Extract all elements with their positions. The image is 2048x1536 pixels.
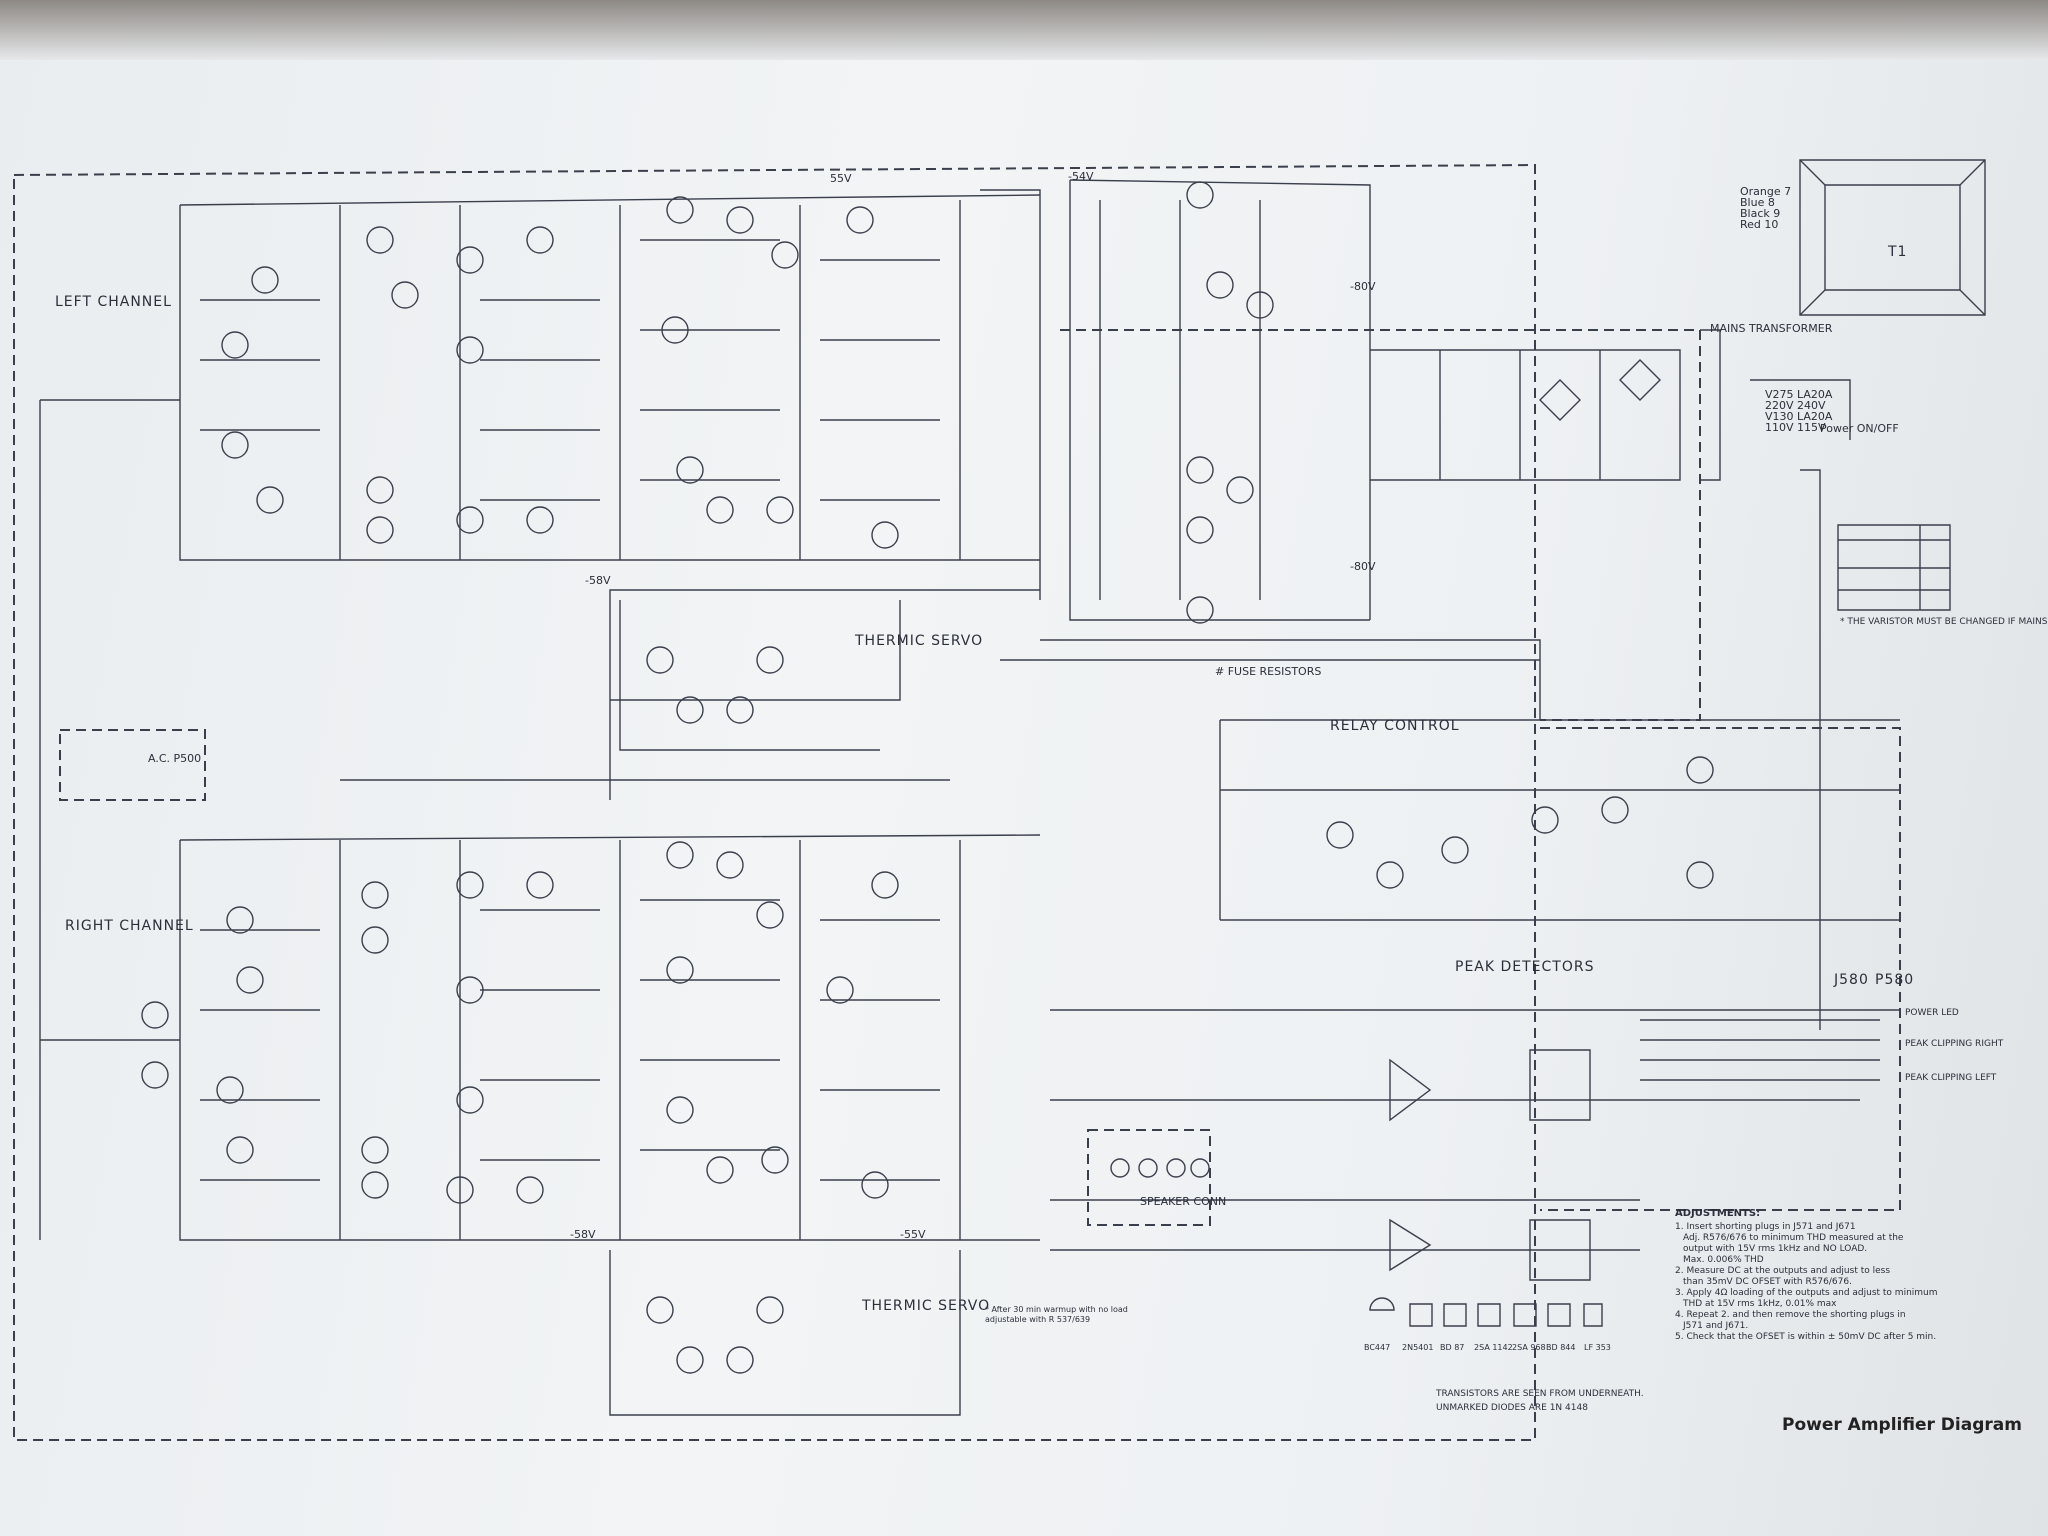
right-channel-label: RIGHT CHANNEL (65, 918, 194, 934)
varistor-note: * THE VARISTOR MUST BE CHANGED IF MAINS … (1840, 617, 2048, 627)
fuse-resistors-label: # FUSE RESISTORS (1215, 665, 1321, 678)
paper-fold-shadow (0, 0, 2048, 60)
power-supply-boundary (1060, 329, 1701, 721)
speaker-conn-label: SPEAKER CONN (1140, 1195, 1226, 1208)
rail-minus-80v-a: -80V (1350, 280, 1376, 293)
output-transistors (1186, 181, 1274, 624)
relay-control-label: RELAY CONTROL (1330, 718, 1460, 734)
transistor-type: 2SA 1142 (1474, 1343, 1513, 1352)
adjustment-step: 5. Check that the OFSET is within ± 50mV… (1675, 1332, 1936, 1342)
relay-transistors (1326, 756, 1714, 889)
adjustments-heading: ADJUSTMENTS: (1675, 1208, 1760, 1219)
mains-switch-line-2: 220V 240V (1765, 399, 1826, 412)
adjustment-step: 1. Insert shorting plugs in J571 and J67… (1675, 1222, 1856, 1232)
transistor-type: BD 844 (1546, 1343, 1575, 1352)
transformer-t1-label: T1 (1887, 244, 1907, 260)
adjustment-step: output with 15V rms 1kHz and NO LOAD. (1683, 1244, 1867, 1254)
rail-minus-54v: -54V (1068, 170, 1094, 183)
transistor-type: 2N5401 (1402, 1343, 1433, 1352)
diagram-title: Power Amplifier Diagram (1782, 1415, 2022, 1435)
wire-orange: Orange 7 (1740, 185, 1791, 198)
transistor-type: BD 87 (1440, 1343, 1464, 1352)
speaker-connector (1110, 1158, 1210, 1178)
transistor-type: LF 353 (1584, 1343, 1611, 1352)
ac-connector-label: A.C. P500 (148, 752, 201, 765)
ac-conn-boundary (59, 729, 206, 801)
mains-table (1837, 524, 1951, 611)
relay-peak-wiring (1050, 719, 1900, 1281)
peak-detectors-label: PEAK DETECTORS (1455, 959, 1594, 975)
mains-transformer-label: MAINS TRANSFORMER (1710, 322, 1833, 335)
adjustments-block: ADJUSTMENTS: 1. Insert shorting plugs in… (1675, 1208, 1938, 1342)
adjustment-step: 3. Apply 4Ω loading of the outputs and a… (1675, 1288, 1938, 1298)
adjustment-step: than 35mV DC OFSET with R576/676. (1683, 1277, 1852, 1287)
rail-minus-58v-top: -58V (585, 574, 611, 587)
mains-switch-line-1: V275 LA20A (1765, 388, 1833, 401)
transistor-note-1: TRANSISTORS ARE SEEN FROM UNDERNEATH. (1435, 1389, 1644, 1399)
mains-switch-line-3: V130 LA20A (1765, 410, 1833, 423)
left-channel-transistors (221, 196, 899, 724)
adjustment-step: 2. Measure DC at the outputs and adjust … (1675, 1266, 1890, 1276)
transistor-note-2: UNMARKED DIODES ARE 1N 4148 (1436, 1403, 1588, 1413)
transformer-symbol (1799, 159, 1986, 316)
wire-blue: Blue 8 (1740, 196, 1775, 209)
adjustment-step: J571 and J671. (1682, 1321, 1748, 1331)
wire-red: Red 10 (1740, 218, 1778, 231)
left-channel-wiring (39, 189, 1041, 1090)
thermic-servo-bottom-label: THERMIC SERVO (861, 1298, 990, 1314)
output-peak-right: PEAK CLIPPING RIGHT (1905, 1039, 2004, 1049)
power-switch-label: Power ON/OFF (1820, 422, 1899, 435)
output-peak-left: PEAK CLIPPING LEFT (1905, 1073, 1997, 1083)
adjustment-step: Adj. R576/676 to minimum THD measured at… (1683, 1233, 1904, 1243)
right-channel-transistors (141, 841, 899, 1374)
left-channel-label: LEFT CHANNEL (55, 294, 172, 310)
transistor-packages (1369, 1297, 1603, 1327)
right-channel-wiring (39, 834, 1041, 1416)
footnote-2: adjustable with R 537/639 (985, 1315, 1090, 1324)
mains-switch-line-4: 110V 115V (1765, 421, 1826, 434)
adjustment-step: 4. Repeat 2. and then remove the shortin… (1675, 1310, 1906, 1320)
output-power-led: POWER LED (1905, 1008, 1959, 1018)
transistor-type: 2SA 968 (1512, 1343, 1546, 1352)
rail-minus-58v-bottom: -58V (570, 1228, 596, 1241)
connector-j580: J580 (1833, 972, 1869, 988)
output-stage-wiring (1000, 179, 1851, 1030)
connector-p580: P580 (1875, 972, 1914, 988)
thermic-servo-top-label: THERMIC SERVO (854, 633, 983, 649)
speaker-conn-boundary (1087, 1129, 1211, 1226)
rail-minus-80v-b: -80V (1350, 560, 1376, 573)
right-board-boundary (1540, 727, 1901, 1211)
adjustment-step: Max. 0.006% THD (1683, 1255, 1764, 1265)
transistor-type: BC447 (1364, 1343, 1390, 1352)
main-board-boundary (13, 163, 1536, 1441)
adjustment-step: THD at 15V rms 1kHz, 0.01% max (1682, 1299, 1837, 1309)
rail-minus-55v: -55V (900, 1228, 926, 1241)
rail-55v: 55V (830, 172, 852, 185)
wire-black: Black 9 (1740, 207, 1780, 220)
footnote-1: * After 30 min warmup with no load (985, 1305, 1128, 1314)
